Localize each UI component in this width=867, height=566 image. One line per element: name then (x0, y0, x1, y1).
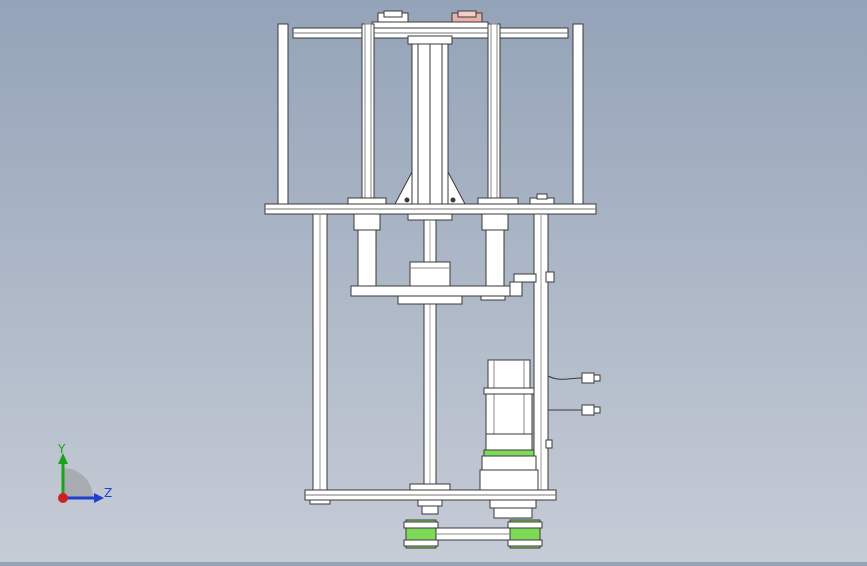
y-axis-label: Y (58, 442, 66, 456)
y-axis-arrow (58, 453, 68, 464)
triad-graphic (58, 453, 104, 503)
triad-quadrant (63, 468, 93, 498)
carriage-plate (350, 271, 555, 305)
nut-block (409, 261, 451, 287)
lead-screw (423, 219, 437, 491)
top-fixtures (371, 10, 489, 29)
lower-columns (312, 213, 549, 493)
motor (479, 359, 601, 491)
orientation-triad: Y Z (44, 440, 124, 510)
x-axis-dot (58, 493, 68, 503)
pulley-drive (403, 499, 543, 549)
middle-plate (264, 203, 597, 215)
z-axis-arrow (94, 493, 104, 503)
center-rail (394, 35, 466, 205)
bushings-under-middle (353, 213, 509, 287)
z-axis-label: Z (104, 486, 113, 500)
